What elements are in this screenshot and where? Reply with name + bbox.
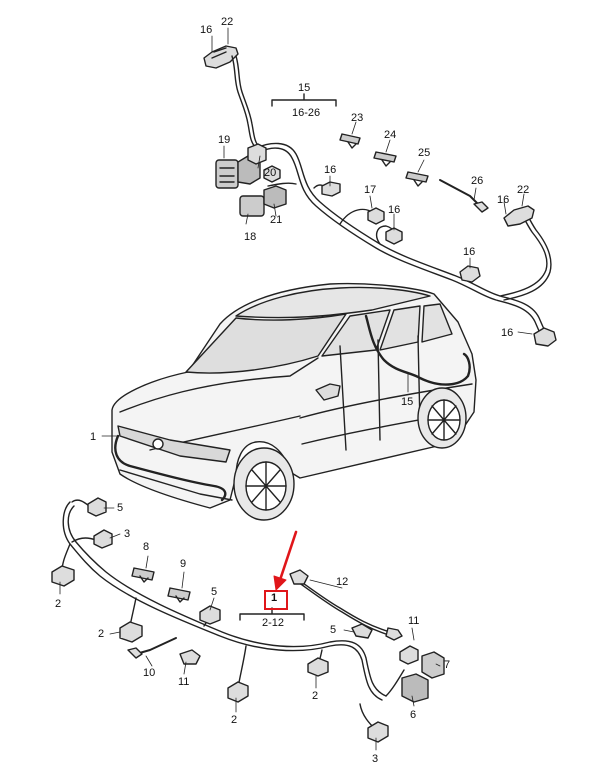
callout-2: 2 [312, 690, 319, 702]
callout-22: 22 [517, 184, 530, 196]
callout-range: 16-26 [292, 107, 321, 119]
callout-1-highlighted: 1 [271, 592, 278, 604]
callout-23: 23 [351, 112, 364, 124]
callout-7: 7 [444, 659, 451, 671]
leader-lines [59, 27, 533, 751]
callout-8: 8 [143, 541, 150, 553]
callout-26: 26 [471, 175, 484, 187]
callout-11: 11 [178, 676, 190, 688]
highlight-arrow [273, 530, 298, 591]
callout-9: 9 [180, 558, 187, 570]
callout-20: 20 [264, 167, 277, 179]
callout-2: 2 [55, 598, 62, 610]
callout-18: 18 [244, 231, 257, 243]
callout-16: 16 [388, 204, 401, 216]
callout-22: 22 [221, 16, 234, 28]
callout-1: 1 [90, 431, 97, 443]
callout-16: 16 [501, 327, 514, 339]
callout-19: 19 [218, 134, 231, 146]
callout-range: 2-12 [262, 617, 285, 629]
callout-25: 25 [418, 147, 431, 159]
callout-3: 3 [124, 528, 131, 540]
callout-5: 5 [211, 586, 218, 598]
callout-5: 5 [117, 502, 124, 514]
callout-12: 12 [336, 576, 349, 588]
callout-2: 2 [98, 628, 105, 640]
highlight-box [264, 590, 288, 610]
callout-16: 16 [463, 246, 476, 258]
callout-16: 16 [497, 194, 510, 206]
callout-2: 2 [231, 714, 238, 726]
rear-harness-top [203, 45, 557, 347]
callout-15: 15 [298, 82, 311, 94]
callout-24: 24 [384, 129, 397, 141]
callout-17: 17 [364, 184, 377, 196]
callout-15: 15 [401, 396, 414, 408]
callout-11: 11 [408, 615, 420, 627]
callout-6: 6 [410, 709, 417, 721]
callout-21: 21 [270, 214, 283, 226]
callout-3: 3 [372, 753, 379, 765]
callout-16: 16 [200, 24, 213, 36]
vehicle-illustration [111, 282, 477, 521]
callout-10: 10 [143, 667, 156, 679]
callout-16: 16 [324, 164, 337, 176]
front-harness-bottom [51, 497, 445, 743]
callout-5: 5 [330, 624, 337, 636]
